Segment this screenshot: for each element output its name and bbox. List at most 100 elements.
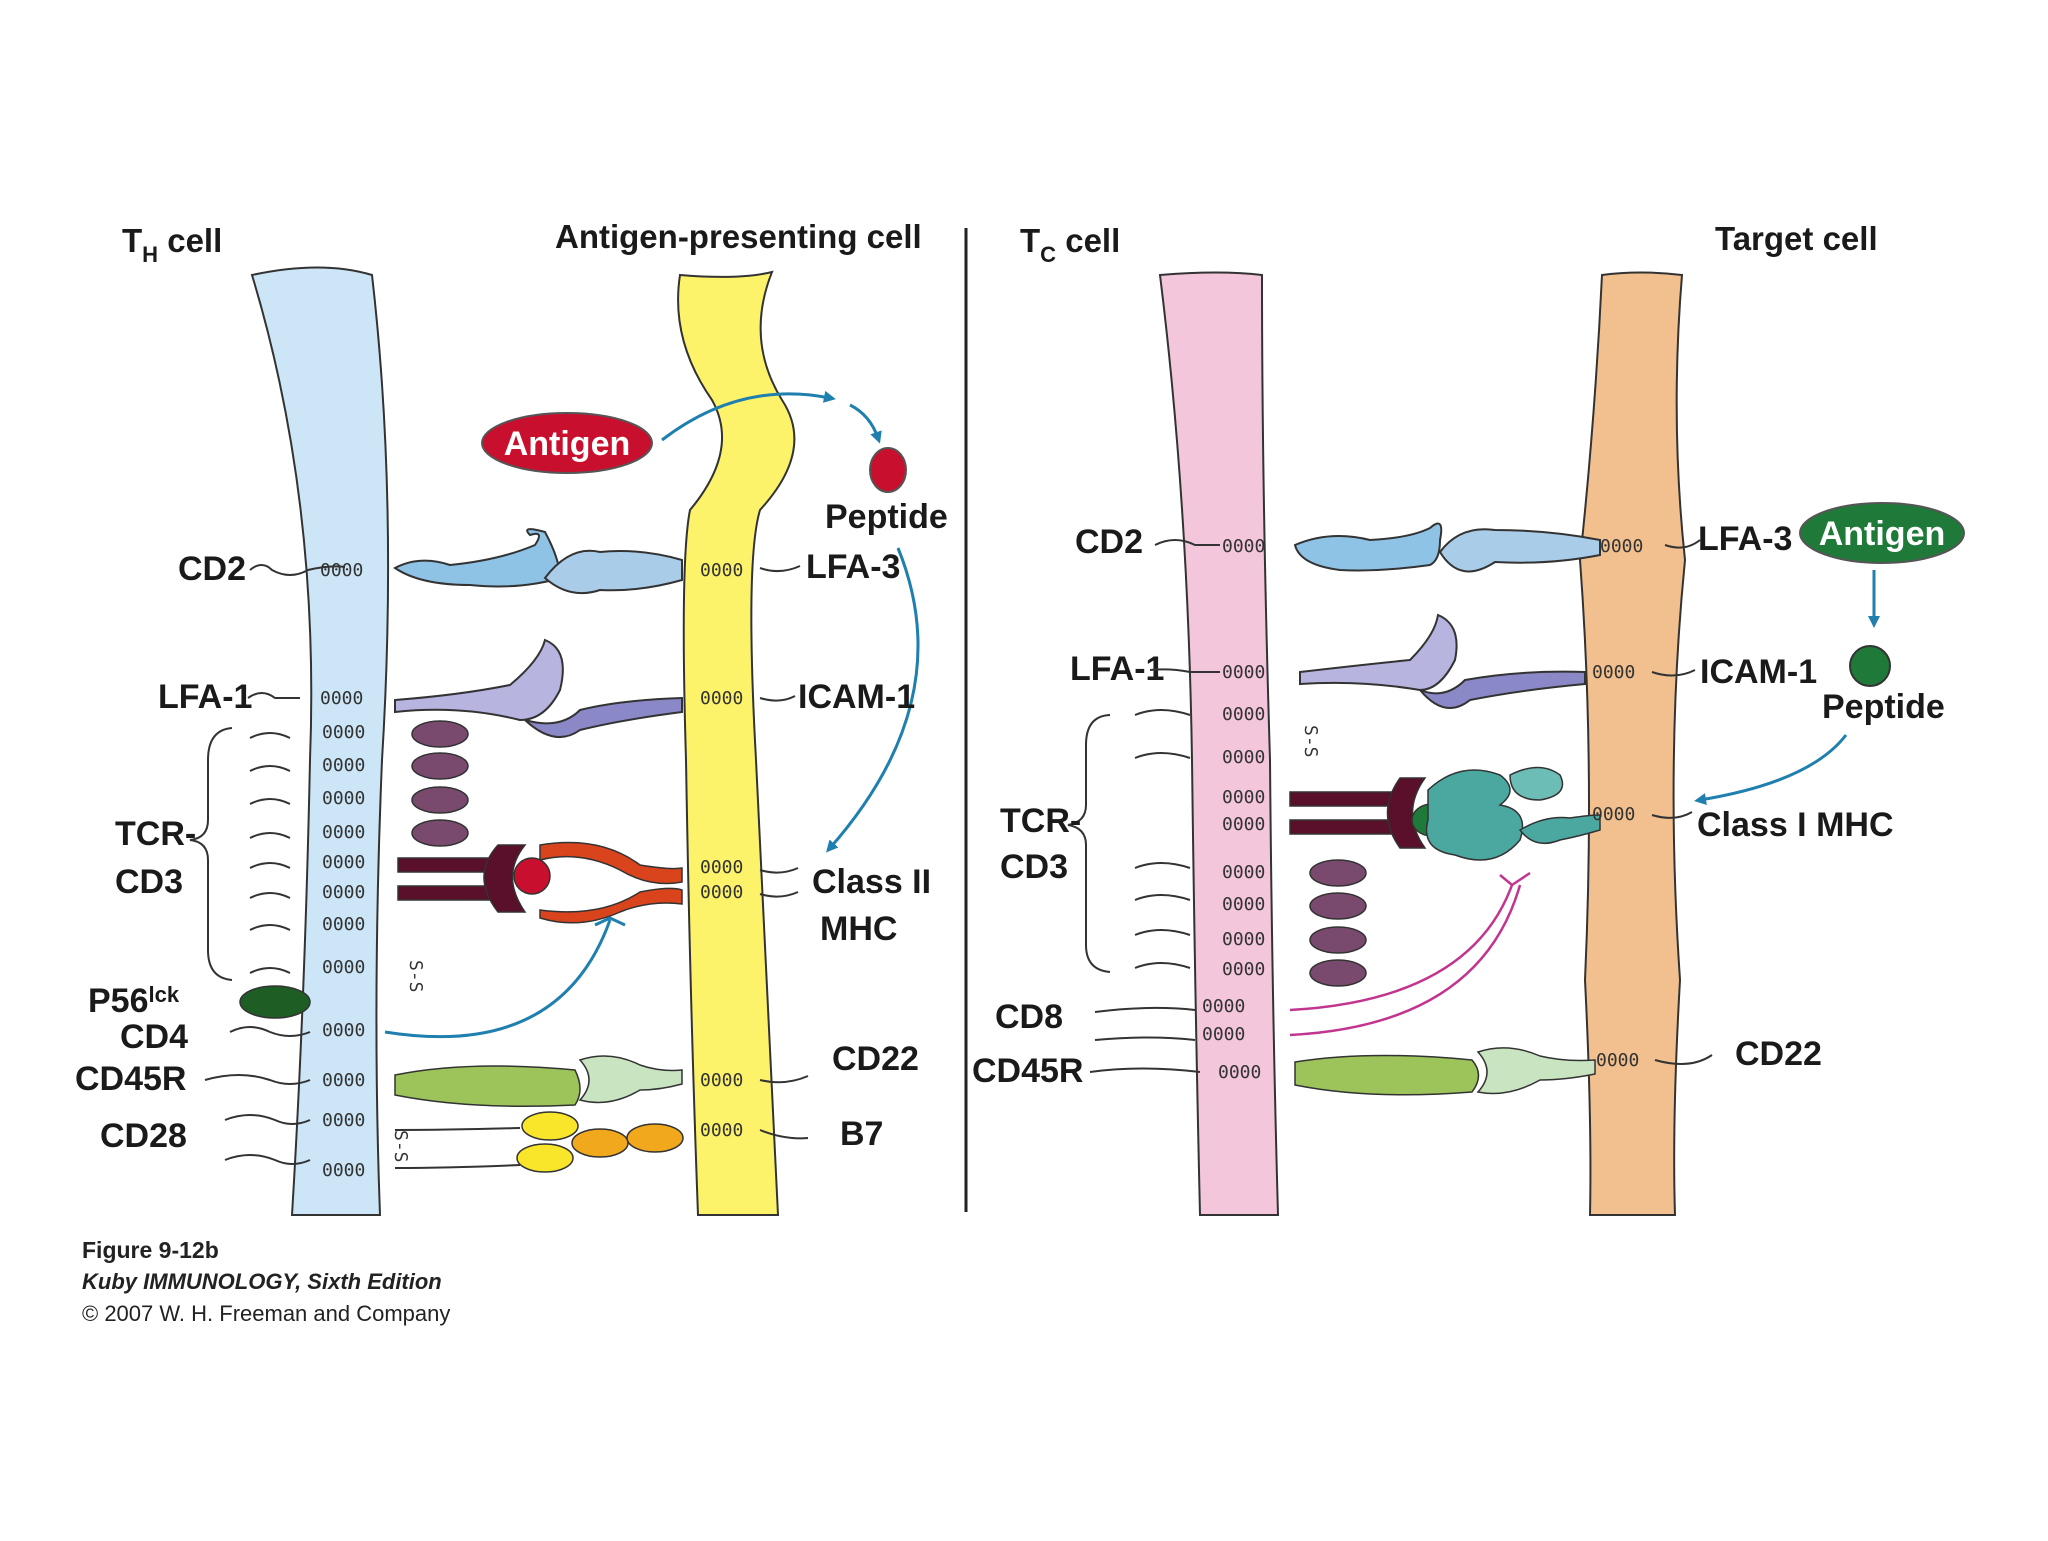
cd2-molecule-right [1293,522,1443,572]
b7-domain [626,1123,684,1153]
coil-cd28-b: 0000 [322,1160,365,1181]
caption-figure-number: Figure 9-12b [82,1237,219,1263]
caption-book-title: Kuby IMMUNOLOGY, Sixth Edition [82,1269,442,1294]
label-cd45r-left: CD45R [75,1060,186,1098]
cd8-molecule [1289,871,1531,1037]
cd3-chain [1309,892,1367,920]
lfa1-molecule-right [1299,613,1458,692]
svg-text:0000: 0000 [1222,747,1265,768]
label-cd22-left: CD22 [832,1040,919,1078]
peptide-label-right: Peptide [1822,688,1945,726]
b7-domain [571,1128,629,1158]
cd3-chain [1309,926,1367,954]
svg-text:0000: 0000 [322,882,365,903]
cd22-molecule-left [578,1055,683,1104]
svg-text:0000: 0000 [1222,959,1265,980]
tcr-alpha-chain [397,857,499,873]
disulfide-tcr-right: S-S [1300,725,1321,758]
th-cell-header: TH cell [122,222,222,267]
cd28-domain [516,1143,574,1173]
coil-cd22-right: 0000 [1596,1050,1639,1071]
lfa3-molecule [543,549,683,594]
coil-cd45r-right: 0000 [1218,1062,1261,1083]
coil-lfa3: 0000 [700,560,743,581]
svg-text:0000: 0000 [1222,787,1265,808]
th-transmembrane-coils: 0000 0000 0000 0000 0000 0000 0000 0000 [249,722,365,978]
label-p56lck: P56lck [88,982,180,1020]
coil-mhc2-b: 0000 [700,882,743,903]
coil-cd2: 0000 [320,560,363,581]
svg-text:0000: 0000 [1222,929,1265,950]
coil-cd8-a: 0000 [1202,996,1245,1017]
peptide-left [869,447,907,493]
coil-icam1-right: 0000 [1592,662,1635,683]
mhc2-beta [539,887,683,924]
mhc1-heavy-chain [1425,769,1524,861]
svg-text:0000: 0000 [322,852,365,873]
beta2-microglobulin [1509,766,1564,801]
th-cell-membrane [250,266,390,1216]
tcr-cd3-bracket-left [189,727,233,981]
label-cd8: CD8 [995,998,1063,1036]
label-lfa3-right: LFA-3 [1698,520,1792,558]
tcr-beta-chain [397,885,499,901]
cd3-chain [411,752,469,780]
cd3-chain [411,819,469,847]
antigen-badge-right [1799,502,1965,564]
label-cd2-left: CD2 [178,550,246,588]
cd3-chain [411,720,469,748]
label-icam1-left: ICAM-1 [798,678,915,716]
svg-text:0000: 0000 [322,957,365,978]
svg-text:0000: 0000 [322,914,365,935]
coil-lfa3-right: 0000 [1600,536,1643,557]
tc-transmembrane-coils: 0000 0000 0000 0000 0000 0000 0000 0000 [1134,704,1265,980]
tcr-binding-domain-right [1386,777,1427,849]
coil-icam1: 0000 [700,688,743,709]
label-lfa1-right: LFA-1 [1070,650,1164,688]
cd3-chain [1309,959,1367,987]
cd2-molecule [393,528,562,588]
cd3-chain [411,786,469,814]
cd28-domain [521,1111,579,1141]
cd3-chain [1309,859,1367,887]
tcr-beta-chain-right [1289,819,1401,835]
label-class2-left: Class II [812,863,931,901]
label-b7: B7 [840,1115,883,1153]
coil-cd4: 0000 [322,1020,365,1041]
svg-text:0000: 0000 [1222,704,1265,725]
lfa1-molecule [394,638,564,722]
label-tcr-right: TCR- [1000,802,1081,840]
cd45r-molecule [394,1065,581,1107]
label-cd3-left: CD3 [115,863,183,901]
disulfide-cd28: S-S [390,1130,411,1163]
tcr-alpha-chain-right [1289,791,1401,807]
label-cd22-right: CD22 [1735,1035,1822,1073]
label-cd3-right: CD3 [1000,848,1068,886]
cd45r-molecule-right [1294,1054,1480,1096]
peptide-label-left: Peptide [825,498,948,536]
mhc2-alpha [539,841,683,885]
coil-lfa1: 0000 [320,688,363,709]
svg-text:0000: 0000 [1222,894,1265,915]
label-cd28: CD28 [100,1117,187,1155]
disulfide-tcr-left: S-S [405,960,426,993]
label-class1-mhc: Class I MHC [1697,806,1894,844]
label-cd4: CD4 [120,1018,188,1056]
target-cell-header: Target cell [1715,220,1878,257]
peptide-to-mhc1-arrow [1694,734,1848,805]
label-mhc-left: MHC [820,910,897,948]
coil-cd28-a: 0000 [322,1110,365,1131]
tc-cell-header: TC cell [1020,222,1120,267]
label-lfa3-left: LFA-3 [806,548,900,586]
coil-lfa1-right: 0000 [1222,662,1265,683]
svg-text:0000: 0000 [1222,862,1265,883]
tc-cell-membrane [1158,271,1280,1216]
coil-cd2-right: 0000 [1222,536,1265,557]
tcr-binding-domain [483,844,527,913]
icam1-molecule-right [1419,670,1586,709]
label-cd2-right: CD2 [1075,523,1143,561]
cd4-to-mhc2-connector [384,916,626,1039]
processing-arrow [849,403,882,444]
antigen-label-left: Antigen [504,425,631,463]
